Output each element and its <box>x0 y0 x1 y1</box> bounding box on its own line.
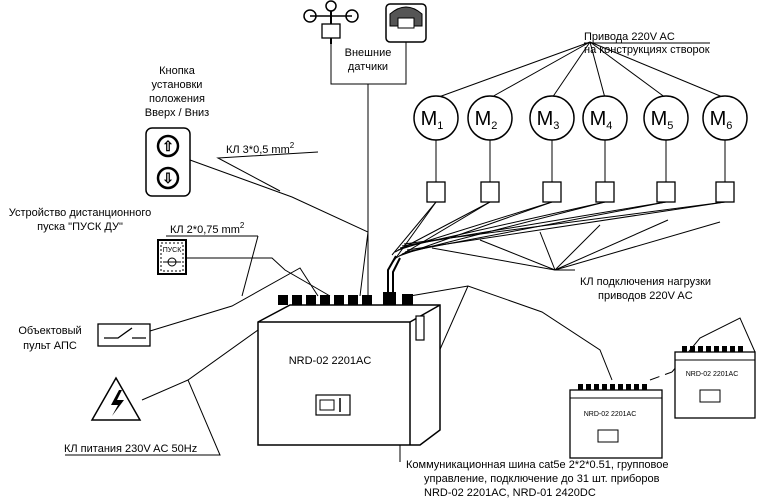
load-cable-label-1: КЛ подключения нагрузки <box>580 276 711 288</box>
junction-box-5 <box>656 181 676 203</box>
anemometer-icon <box>303 0 359 44</box>
cable-glands <box>278 292 413 305</box>
remote-device-text: ПУСК <box>163 247 183 254</box>
motor-5: M5 <box>643 95 689 141</box>
down-button <box>156 166 180 190</box>
remote-start-group: Устройство дистанционного пуска "ПУСК ДУ… <box>9 207 187 275</box>
remote-label-1: Устройство дистанционного <box>9 207 152 219</box>
motor-3-index: 3 <box>553 120 559 132</box>
actuators-label-1: Привода 220V AC <box>584 31 675 43</box>
svg-text:M3: M3 <box>537 108 560 132</box>
motor-2-letter: M <box>475 108 492 130</box>
motor-2-index: 2 <box>491 120 497 132</box>
motor-3: M3 <box>529 95 575 141</box>
svg-text:M1: M1 <box>421 108 444 132</box>
motor-6-index: 6 <box>726 120 732 132</box>
rain-sensor-icon <box>385 3 427 43</box>
cable-3x05-label: КЛ 3*0,5 mm2 <box>226 141 295 156</box>
up-down-button-group: Кнопка установки положения Вверх / Вниз … <box>145 65 209 197</box>
sensors-group: Внешние датчики <box>303 0 427 73</box>
actuators-label-2: на конструкциях створок <box>584 44 710 56</box>
motor-4-letter: M <box>590 108 607 130</box>
fire-panel-device <box>97 323 151 347</box>
junction-box-3 <box>542 181 562 203</box>
svg-text:M2: M2 <box>475 108 498 132</box>
sensors-label-2: датчики <box>348 61 388 73</box>
button-label-4: Вверх / Вниз <box>145 107 209 119</box>
up-button <box>156 134 180 158</box>
motor-1: M1 <box>413 95 459 141</box>
button-label-3: положения <box>149 93 205 105</box>
motor-4: M4 <box>582 95 628 141</box>
up-arrow-icon: ⇧ <box>162 138 174 154</box>
power-cable-label: КЛ питания 230V AC 50Hz <box>64 443 197 455</box>
remote-label-2: пуска "ПУСК ДУ" <box>37 221 123 233</box>
junction-box-2 <box>480 181 500 203</box>
bus-label-2: управление, подключение до 31 шт. прибор… <box>424 473 660 485</box>
motor-5-letter: M <box>651 108 668 130</box>
cable-2x075-label: КЛ 2*0,75 mm2 <box>170 221 245 236</box>
motors-row: M1 M2 M3 M4 M5 M6 <box>413 95 748 141</box>
motor-4-index: 4 <box>606 120 612 132</box>
motor-5-index: 5 <box>667 120 673 132</box>
motor-6: M6 <box>702 95 748 141</box>
bus-label-3: NRD-02 2201AC, NRD-01 2420DC <box>424 487 596 499</box>
motor-1-letter: M <box>421 108 438 130</box>
down-arrow-icon: ⇩ <box>162 170 174 186</box>
main-controller: NRD-02 2201AC <box>257 292 441 446</box>
svg-text:M4: M4 <box>590 108 613 132</box>
load-cable-label-2: приводов 220V AC <box>598 290 693 302</box>
junction-boxes <box>426 181 735 203</box>
fire-panel-group: Объектовый пульт АПС <box>18 323 151 352</box>
svg-text:M5: M5 <box>651 108 674 132</box>
slave-controller-1: NRD-02 2201AC <box>569 384 663 459</box>
wires <box>65 41 756 462</box>
fire-panel-label-2: пульт АПС <box>23 340 77 352</box>
slave-controller-2: NRD-02 2201AC <box>674 346 756 419</box>
motor-6-letter: M <box>710 108 727 130</box>
junction-box-6 <box>715 181 735 203</box>
motor-2: M2 <box>467 95 513 141</box>
controller-model: NRD-02 2201AC <box>289 355 372 367</box>
remote-start-device <box>157 239 187 275</box>
fire-panel-label-1: Объектовый <box>18 325 81 337</box>
sensors-label-1: Внешние <box>345 47 392 59</box>
actuators-label: Привода 220V AC на конструкциях створок <box>584 31 710 56</box>
slave-controller-1-model: NRD-02 2201AC <box>584 411 637 418</box>
button-label-2: установки <box>152 79 203 91</box>
junction-box-4 <box>595 181 615 203</box>
svg-text:M6: M6 <box>710 108 733 132</box>
motor-1-index: 1 <box>437 120 443 132</box>
bus-label-1: Коммуникационная шина cat5e 2*2*0.51, гр… <box>406 459 669 471</box>
motor-3-letter: M <box>537 108 554 130</box>
slave-controller-2-model: NRD-02 2201AC <box>686 371 739 378</box>
junction-box-1 <box>426 181 446 203</box>
high-voltage-icon <box>90 376 142 421</box>
button-label-1: Кнопка <box>159 65 196 77</box>
